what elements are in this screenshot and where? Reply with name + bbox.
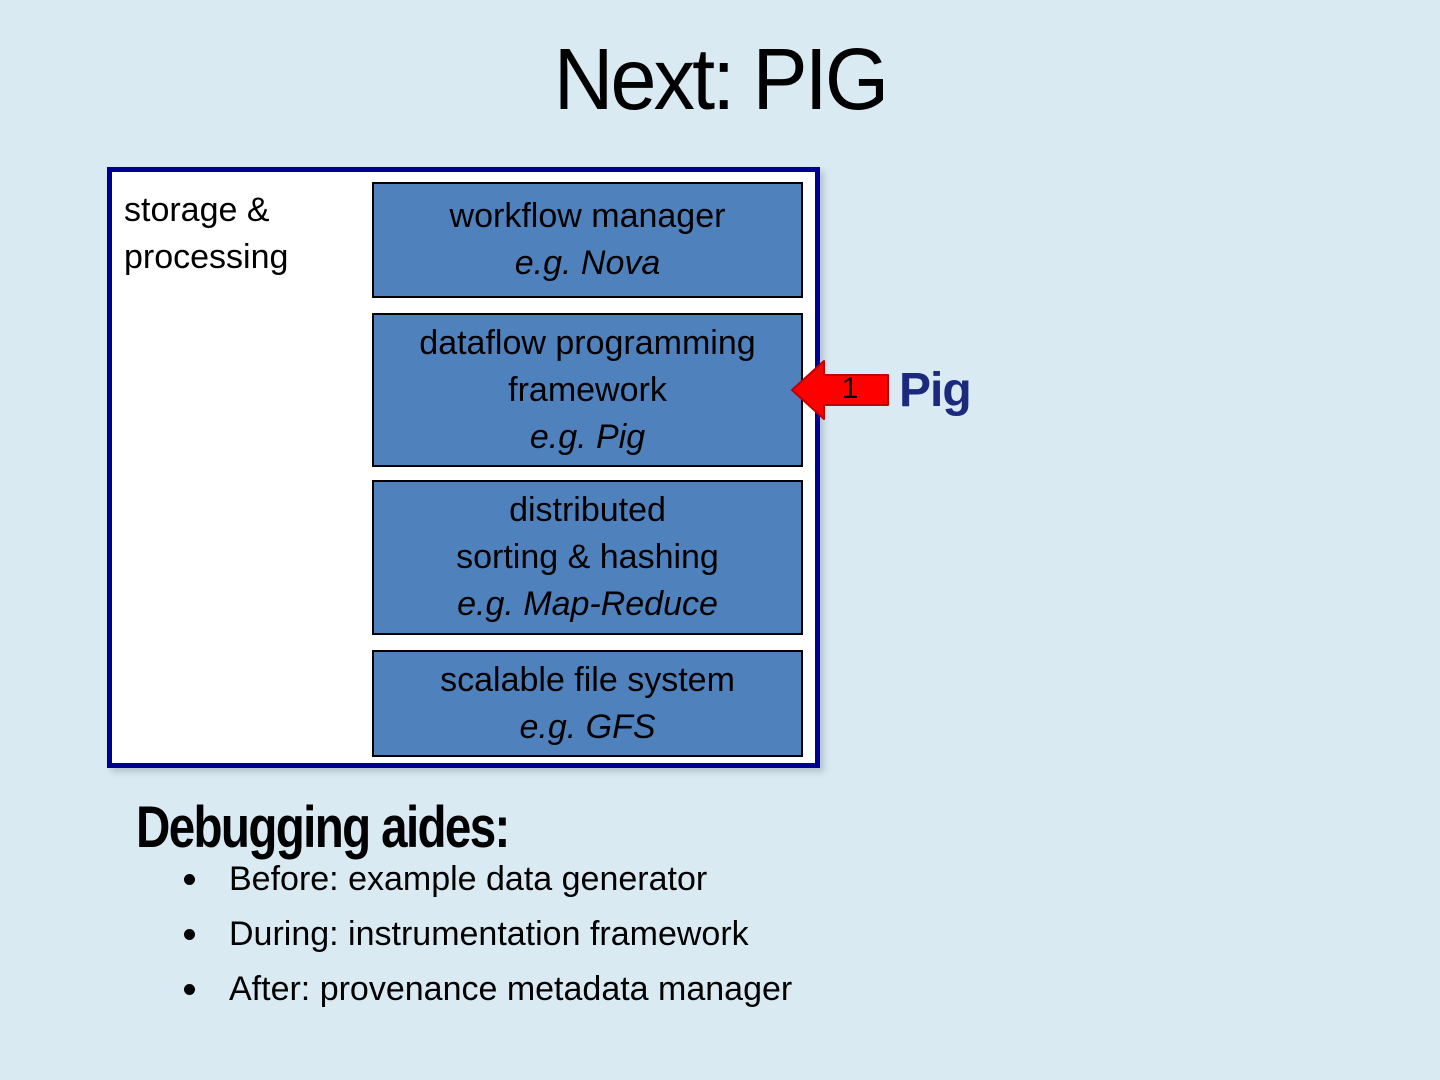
layer-title: dataflow programming	[419, 323, 756, 362]
bullet-icon	[184, 928, 195, 940]
arrow-left-shape	[791, 360, 889, 420]
layer-example: e.g. Nova	[514, 244, 661, 282]
arrow-number-label: 1	[841, 372, 859, 405]
bullet-icon	[184, 873, 195, 885]
debugging-bullet-list: Before: example data generator During: i…	[184, 860, 792, 1025]
bullet-text: After: provenance metadata manager	[229, 969, 793, 1008]
arrow-left-icon	[791, 360, 889, 420]
diagram-label: storage & processing	[124, 191, 289, 276]
layer-distributed-sorting: distributed sorting & hashing e.g. Map-R…	[372, 480, 803, 635]
layer-title-line2: sorting & hashing	[456, 538, 719, 576]
debugging-aides-heading: Debugging aides:	[136, 795, 510, 860]
layer-example: e.g. Pig	[529, 417, 646, 456]
layer-title-line2: framework	[508, 370, 667, 409]
layer-dataflow-framework: dataflow programming framework e.g. Pig	[372, 313, 803, 467]
bullet-text: During: instrumentation framework	[229, 914, 749, 953]
layer-example: e.g. Map-Reduce	[457, 585, 718, 623]
list-item: After: provenance metadata manager	[184, 970, 792, 1008]
list-item: Before: example data generator	[184, 860, 792, 898]
bullet-text: Before: example data generator	[229, 859, 708, 898]
layer-title: distributed	[509, 491, 666, 529]
layer-title: scalable file system	[440, 660, 735, 699]
bullet-icon	[184, 983, 195, 995]
layer-example: e.g. GFS	[519, 707, 656, 746]
slide-title: Next: PIG	[553, 31, 889, 128]
layer-scalable-file-system: scalable file system e.g. GFS	[372, 650, 803, 757]
storage-processing-diagram: storage & processing workflow manager e.…	[107, 167, 820, 768]
layer-workflow-manager: workflow manager e.g. Nova	[372, 182, 803, 298]
pig-callout-label: Pig	[899, 364, 972, 417]
layer-title: workflow manager	[449, 197, 726, 235]
list-item: During: instrumentation framework	[184, 915, 792, 953]
